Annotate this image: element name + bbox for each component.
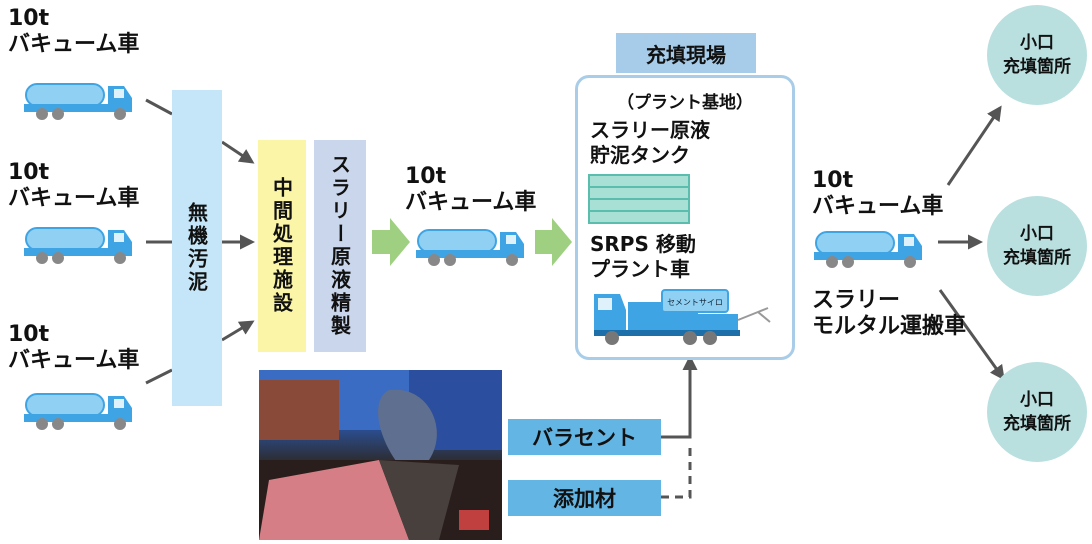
arrow-sludge-to-intermediate-top — [221, 140, 255, 164]
site-photo — [259, 370, 502, 540]
srps-plant-label: SRPS 移動プラント車 — [590, 232, 696, 281]
inorganic-sludge-box: 無機汚泥 — [172, 90, 222, 406]
arrow-sludge-to-intermediate-bot — [221, 320, 255, 342]
arrow-to-destination-1 — [946, 105, 1002, 186]
filling-site-header: 充填現場 — [616, 33, 756, 73]
vacuum-truck-icon — [24, 393, 132, 430]
slurry-tank-icon — [588, 174, 690, 224]
arrow-cement-to-site — [661, 355, 698, 439]
vacuum-truck-icon — [814, 231, 922, 268]
destination-circle-3: 小口充填箇所 — [987, 362, 1087, 462]
dashed-additive-to-site — [661, 445, 692, 499]
vacuum-truck-icon — [24, 227, 132, 264]
vacuum-truck-icon — [24, 83, 132, 120]
slurry-tank-label: スラリー原液貯泥タンク — [590, 118, 710, 167]
plant-truck-logo-text: セメントサイロ — [667, 298, 723, 307]
green-arrow-1 — [372, 218, 410, 266]
intermediate-treatment-box: 中間処理施設 — [258, 140, 306, 352]
arrow-source3-to-sludge — [145, 368, 173, 385]
slurry-refining-box: スラリー原液精製 — [314, 140, 366, 352]
slurry-mortar-truck-label: スラリーモルタル運搬車 — [812, 288, 967, 339]
vacuum-truck-icon — [416, 229, 524, 266]
destination-circle-1: 小口充填箇所 — [987, 5, 1087, 105]
arrow-to-destination-3 — [938, 289, 1005, 381]
arrow-source1-to-sludge — [145, 98, 173, 116]
additive-box: 添加材 — [508, 480, 661, 516]
bulk-cement-box: バラセント — [508, 419, 661, 455]
destination-circle-2: 小口充填箇所 — [987, 196, 1087, 296]
plant-base-subtitle: （プラント基地） — [617, 93, 753, 113]
green-arrow-2 — [535, 218, 572, 266]
plant-truck-icon: セメントサイロ — [594, 289, 771, 345]
